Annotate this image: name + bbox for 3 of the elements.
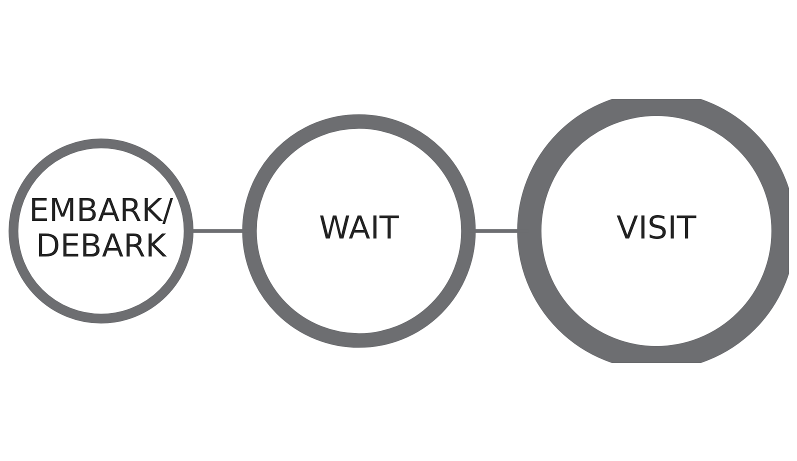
node-circle: VISIT — [517, 98, 789, 362]
node-circle: WAIT — [242, 114, 476, 348]
node-circle: EMBARK/ DEBARK — [8, 138, 194, 323]
